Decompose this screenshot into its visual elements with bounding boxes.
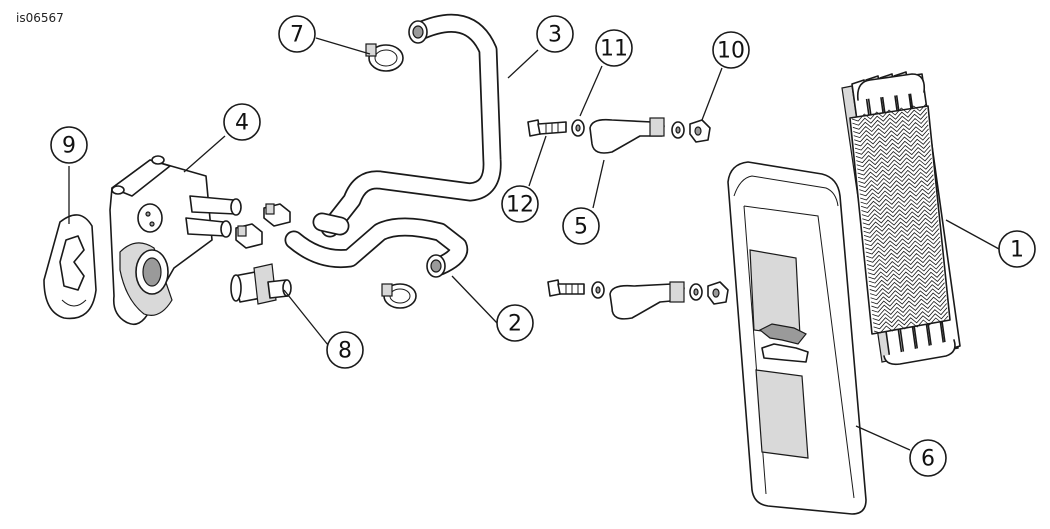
adapter-housing: [109, 155, 242, 326]
callout-9-label: 9: [62, 134, 76, 159]
cooler-cover: [727, 161, 867, 515]
callout-1: 1: [998, 230, 1036, 268]
washer-upper-right: [671, 121, 685, 139]
oil-cooler-core: [841, 71, 961, 366]
leader-lines: [68, 37, 1000, 451]
callout-5: 5: [562, 207, 600, 245]
callout-5-label: 5: [574, 215, 588, 240]
callout-10: 10: [712, 31, 750, 69]
fitting-clamp-lower: [235, 223, 263, 249]
washer-lower-right: [689, 283, 703, 301]
nut-upper: [689, 119, 711, 143]
callout-4: 4: [223, 103, 261, 141]
callout-6: 6: [909, 439, 947, 477]
callout-6-label: 6: [921, 447, 935, 472]
figure-id-label: is06567: [16, 11, 64, 25]
washer-lower: [591, 281, 605, 299]
mounting-clamp-lower: [609, 281, 685, 320]
callout-10-label: 10: [717, 39, 745, 64]
callout-2: 2: [496, 304, 534, 342]
threaded-fitting: [230, 263, 292, 305]
callout-3-label: 3: [548, 23, 562, 48]
screw-lower: [547, 279, 585, 297]
callout-7-label: 7: [290, 23, 304, 48]
upper-oil-hose: [320, 13, 502, 238]
callout-1-label: 1: [1010, 238, 1024, 263]
mounting-clamp-upper: [589, 117, 665, 154]
callout-7: 7: [278, 15, 316, 53]
screw-upper: [527, 119, 567, 137]
callout-8-label: 8: [338, 339, 352, 364]
callout-11: 11: [595, 29, 633, 67]
nut-lower: [707, 281, 729, 305]
callout-9: 9: [50, 126, 88, 164]
lower-oil-hose: [284, 212, 469, 278]
hose-clamp: [365, 43, 404, 72]
callout-12: 12: [501, 185, 539, 223]
gasket: [43, 214, 97, 320]
hose-clamp-lower: [381, 283, 417, 309]
callout-2-label: 2: [508, 312, 522, 337]
callout-12-label: 12: [506, 193, 534, 218]
callout-4-label: 4: [235, 111, 249, 136]
washer-upper: [571, 119, 585, 137]
callout-8: 8: [326, 331, 364, 369]
callout-11-label: 11: [600, 37, 628, 62]
callout-3: 3: [536, 15, 574, 53]
fitting-clamp-upper: [263, 203, 291, 227]
